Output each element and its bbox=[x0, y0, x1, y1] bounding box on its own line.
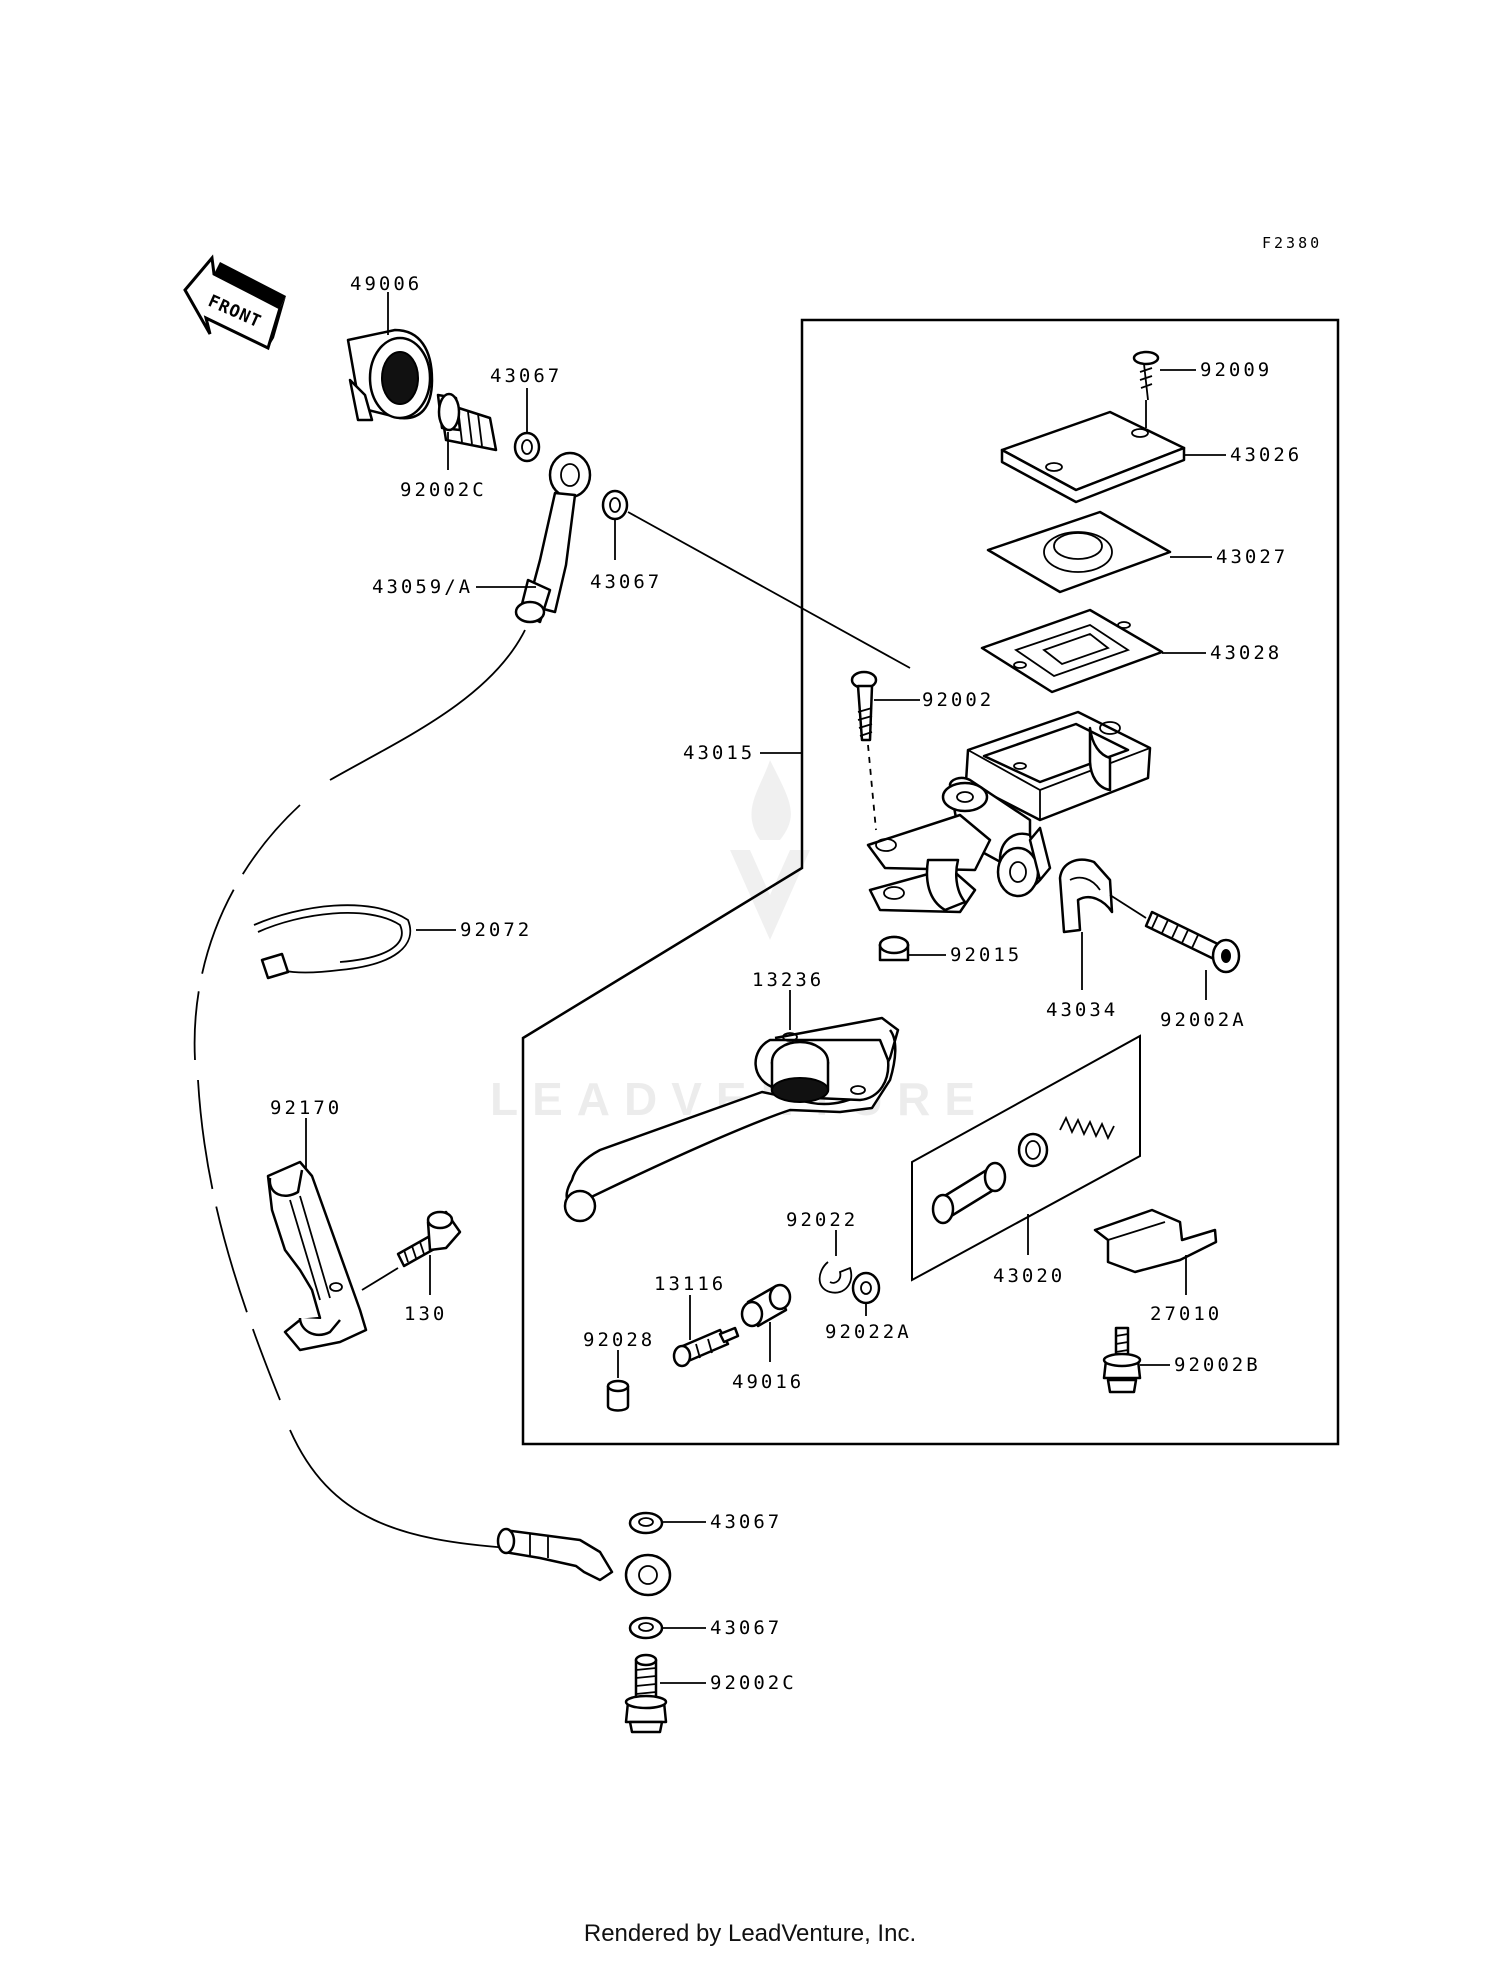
front-arrow-icon: FRONT bbox=[183, 254, 286, 351]
label-13116: 13116 bbox=[654, 1273, 726, 1295]
piston-kit-43020 bbox=[931, 1115, 1115, 1225]
label-92002C-bottom: 92002C bbox=[710, 1672, 797, 1694]
master-cylinder-body bbox=[866, 710, 1152, 914]
banjo-bolt-92002C-top bbox=[436, 392, 498, 452]
nut-92015 bbox=[878, 935, 910, 962]
label-43015: 43015 bbox=[683, 742, 755, 764]
cap-92028 bbox=[606, 1379, 630, 1412]
label-92002C-top: 92002C bbox=[400, 479, 487, 501]
brake-lever-13236 bbox=[563, 1016, 900, 1223]
label-92015: 92015 bbox=[950, 944, 1022, 966]
label-43027: 43027 bbox=[1216, 546, 1288, 568]
label-49016: 49016 bbox=[732, 1371, 804, 1393]
label-43067-b2: 43067 bbox=[710, 1617, 782, 1639]
label-43026: 43026 bbox=[1230, 444, 1302, 466]
washer-43067-b2 bbox=[628, 1616, 664, 1640]
footer-credit: Rendered by LeadVenture, Inc. bbox=[583, 1920, 917, 1947]
label-49006: 49006 bbox=[350, 273, 422, 295]
washer-43067-top bbox=[513, 431, 541, 463]
label-92022: 92022 bbox=[786, 1209, 858, 1231]
bolt-130 bbox=[396, 1210, 462, 1268]
push-rod-13116 bbox=[672, 1326, 740, 1368]
washer-43067-mid bbox=[601, 489, 629, 521]
label-43028: 43028 bbox=[1210, 642, 1282, 664]
piston-kit-frame bbox=[911, 1034, 1141, 1282]
label-92002: 92002 bbox=[922, 689, 994, 711]
label-43067-b1: 43067 bbox=[710, 1511, 782, 1533]
brake-switch-27010 bbox=[1093, 1208, 1218, 1274]
label-92002B: 92002B bbox=[1174, 1354, 1261, 1376]
hose-holder-92170 bbox=[266, 1160, 368, 1352]
assembly-frame bbox=[521, 318, 1340, 1446]
label-13236: 13236 bbox=[752, 969, 824, 991]
pivot-bolt-92002 bbox=[850, 670, 878, 742]
label-43067-mid: 43067 bbox=[590, 571, 662, 593]
cable-tie-92072 bbox=[253, 904, 412, 980]
label-92170: 92170 bbox=[270, 1097, 342, 1119]
circlip-92022 bbox=[818, 1261, 853, 1294]
screw-92009 bbox=[1132, 350, 1160, 401]
label-92022A: 92022A bbox=[825, 1321, 912, 1343]
label-92072: 92072 bbox=[460, 919, 532, 941]
label-43059A: 43059/A bbox=[372, 576, 473, 598]
watermark: LEADVENTURE bbox=[490, 760, 975, 1125]
push-rod-holder-49016 bbox=[740, 1283, 792, 1328]
washer-92022A bbox=[851, 1271, 881, 1305]
bolt-92002A bbox=[1144, 910, 1241, 974]
figure-code: F2380 bbox=[1262, 234, 1322, 252]
label-43067-top: 43067 bbox=[490, 365, 562, 387]
banjo-bolt-92002C-bottom bbox=[624, 1653, 668, 1734]
hose-cap-49006 bbox=[346, 328, 434, 422]
clamp-43034 bbox=[1058, 858, 1114, 934]
brake-hose bbox=[193, 629, 526, 1549]
label-27010: 27010 bbox=[1150, 1303, 1222, 1325]
label-92028: 92028 bbox=[583, 1329, 655, 1351]
label-43034: 43034 bbox=[1046, 999, 1118, 1021]
label-92002A: 92002A bbox=[1160, 1009, 1247, 1031]
washer-43067-b1 bbox=[628, 1511, 664, 1535]
label-92009: 92009 bbox=[1200, 359, 1272, 381]
diaphragm-plate-43027 bbox=[986, 510, 1172, 594]
bolt-92002B bbox=[1102, 1326, 1142, 1394]
hose-fitting-43059A bbox=[514, 451, 592, 624]
label-130: 130 bbox=[404, 1303, 447, 1325]
diaphragm-43028 bbox=[980, 608, 1164, 694]
reservoir-cover-43026 bbox=[1000, 410, 1186, 504]
label-43020: 43020 bbox=[993, 1265, 1065, 1287]
hose-fitting-bottom bbox=[496, 1527, 672, 1597]
